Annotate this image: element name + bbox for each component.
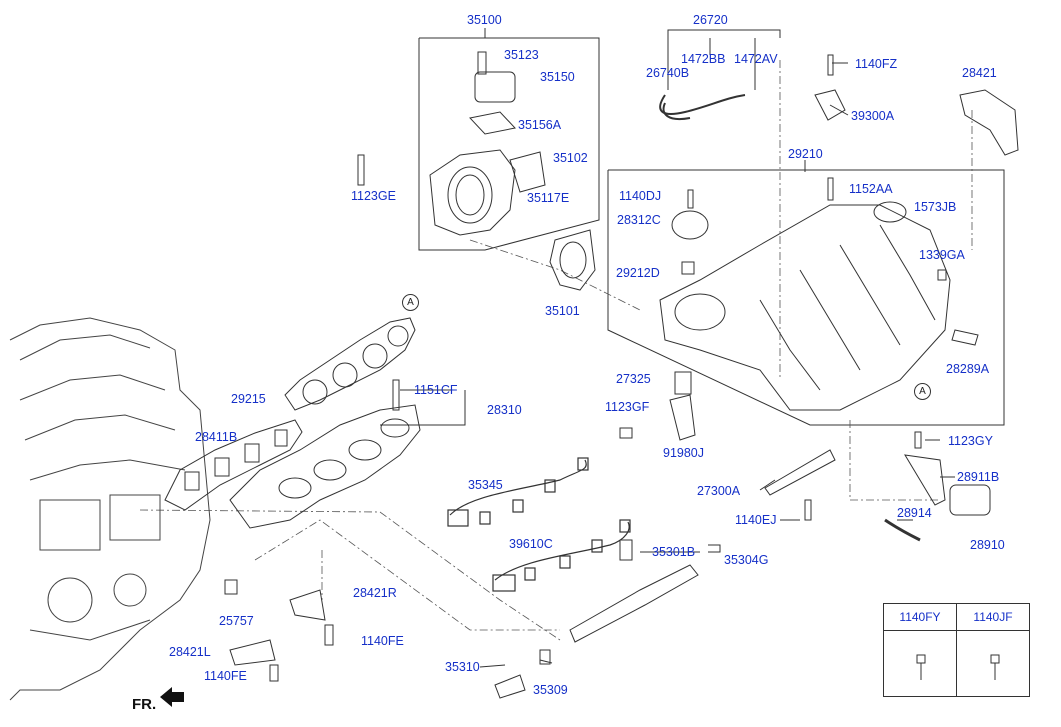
purge-valve-drawing [884,431,991,542]
map-sensor-drawing [814,54,846,121]
part-label-27300A[interactable]: 27300A [697,484,741,498]
part-label-28421R[interactable]: 28421R [353,586,397,600]
part-label-39610C[interactable]: 39610C [509,537,553,551]
part-label-29215[interactable]: 29215 [231,392,266,406]
table-divider [956,604,957,696]
part-label-1123GE[interactable]: 1123GE [351,189,396,203]
intake-manifold-group-box [607,169,1005,426]
part-label-35345[interactable]: 35345 [468,478,503,492]
part-label-1140FE-b[interactable]: 1140FE [204,669,247,683]
part-label-28911B[interactable]: 28911B [957,470,1000,484]
part-label-35301B[interactable]: 35301B [652,545,696,559]
manifold-gasket-drawing [164,419,303,511]
part-label-25757[interactable]: 25757 [219,614,254,628]
intake-manifold-drawing [659,177,979,411]
vacuum-hose-drawing [659,94,746,120]
part-label-29210[interactable]: 29210 [788,147,823,161]
part-label-28312C[interactable]: 28312C [617,213,661,227]
part-label-35156A[interactable]: 35156A [518,118,562,132]
part-label-1472AV[interactable]: 1472AV [734,52,778,66]
part-label-29212D[interactable]: 29212D [616,266,660,280]
part-label-27325[interactable]: 27325 [616,372,651,386]
part-label-1152AA[interactable]: 1152AA [849,182,893,196]
front-direction-label: FR. [132,696,157,713]
part-label-35150[interactable]: 35150 [540,70,575,84]
part-label-1123GY[interactable]: 1123GY [948,434,993,448]
part-label-35304G[interactable]: 35304G [724,553,769,567]
part-label-35309[interactable]: 35309 [533,683,568,697]
bracket-28421-drawing [959,89,1019,156]
part-label-28411B[interactable]: 28411B [195,430,238,444]
exhaust-gasket-drawing [284,317,416,411]
part-label-26720[interactable]: 26720 [693,13,728,27]
part-label-1472BB[interactable]: 1472BB [681,52,726,66]
part-label-35117E[interactable]: 35117E [527,191,570,205]
part-label-28914[interactable]: 28914 [897,506,932,520]
part-label-28910[interactable]: 28910 [970,538,1005,552]
part-label-28421L[interactable]: 28421L [169,645,211,659]
pcv-drawing [619,371,696,441]
part-label-35101[interactable]: 35101 [545,304,580,318]
part-label-1339GA[interactable]: 1339GA [919,248,965,262]
part-label-1140EJ[interactable]: 1140EJ [735,513,777,527]
engine-block-drawing [9,317,211,701]
part-label-28289A[interactable]: 28289A [946,362,990,376]
part-label-1140FZ[interactable]: 1140FZ [855,57,898,71]
harness-35345-drawing [447,457,589,527]
reference-marker-a-top: A [402,294,419,311]
part-label-1151CF[interactable]: 1151CF [414,383,458,397]
brackets-lower-drawing [224,579,334,682]
fastener-table: 1140FY 1140JF [883,603,1030,697]
fuel-rail-drawing [494,539,699,699]
part-label-91980J[interactable]: 91980J [663,446,705,460]
table-bolts-drawing [916,654,1000,680]
part-label-1573JB[interactable]: 1573JB [914,200,957,214]
part-label-35310[interactable]: 35310 [445,660,480,674]
throttle-body-group-box [418,37,600,251]
exhaust-manifold-drawing [229,379,421,529]
part-label-26740B[interactable]: 26740B [646,66,690,80]
part-label-28310[interactable]: 28310 [487,403,522,417]
throttle-gasket-drawing [549,229,596,291]
part-label-1140FE-a[interactable]: 1140FE [361,634,404,648]
part-label-35100[interactable]: 35100 [467,13,502,27]
part-label-28421[interactable]: 28421 [962,66,997,80]
front-arrow-icon [160,687,184,707]
part-label-35102[interactable]: 35102 [553,151,588,165]
part-label-35123[interactable]: 35123 [504,48,539,62]
table-header-1140JF[interactable]: 1140JF [957,604,1029,631]
part-label-39300A[interactable]: 39300A [851,109,895,123]
table-header-1140FY[interactable]: 1140FY [884,604,956,631]
reference-marker-a-bottom: A [914,383,931,400]
part-label-1140DJ[interactable]: 1140DJ [619,189,662,203]
throttle-body-drawing [357,51,546,236]
bracket-27300A-drawing [764,449,836,521]
part-label-1123GF[interactable]: 1123GF [605,400,650,414]
harness-39610C-drawing [492,519,631,592]
